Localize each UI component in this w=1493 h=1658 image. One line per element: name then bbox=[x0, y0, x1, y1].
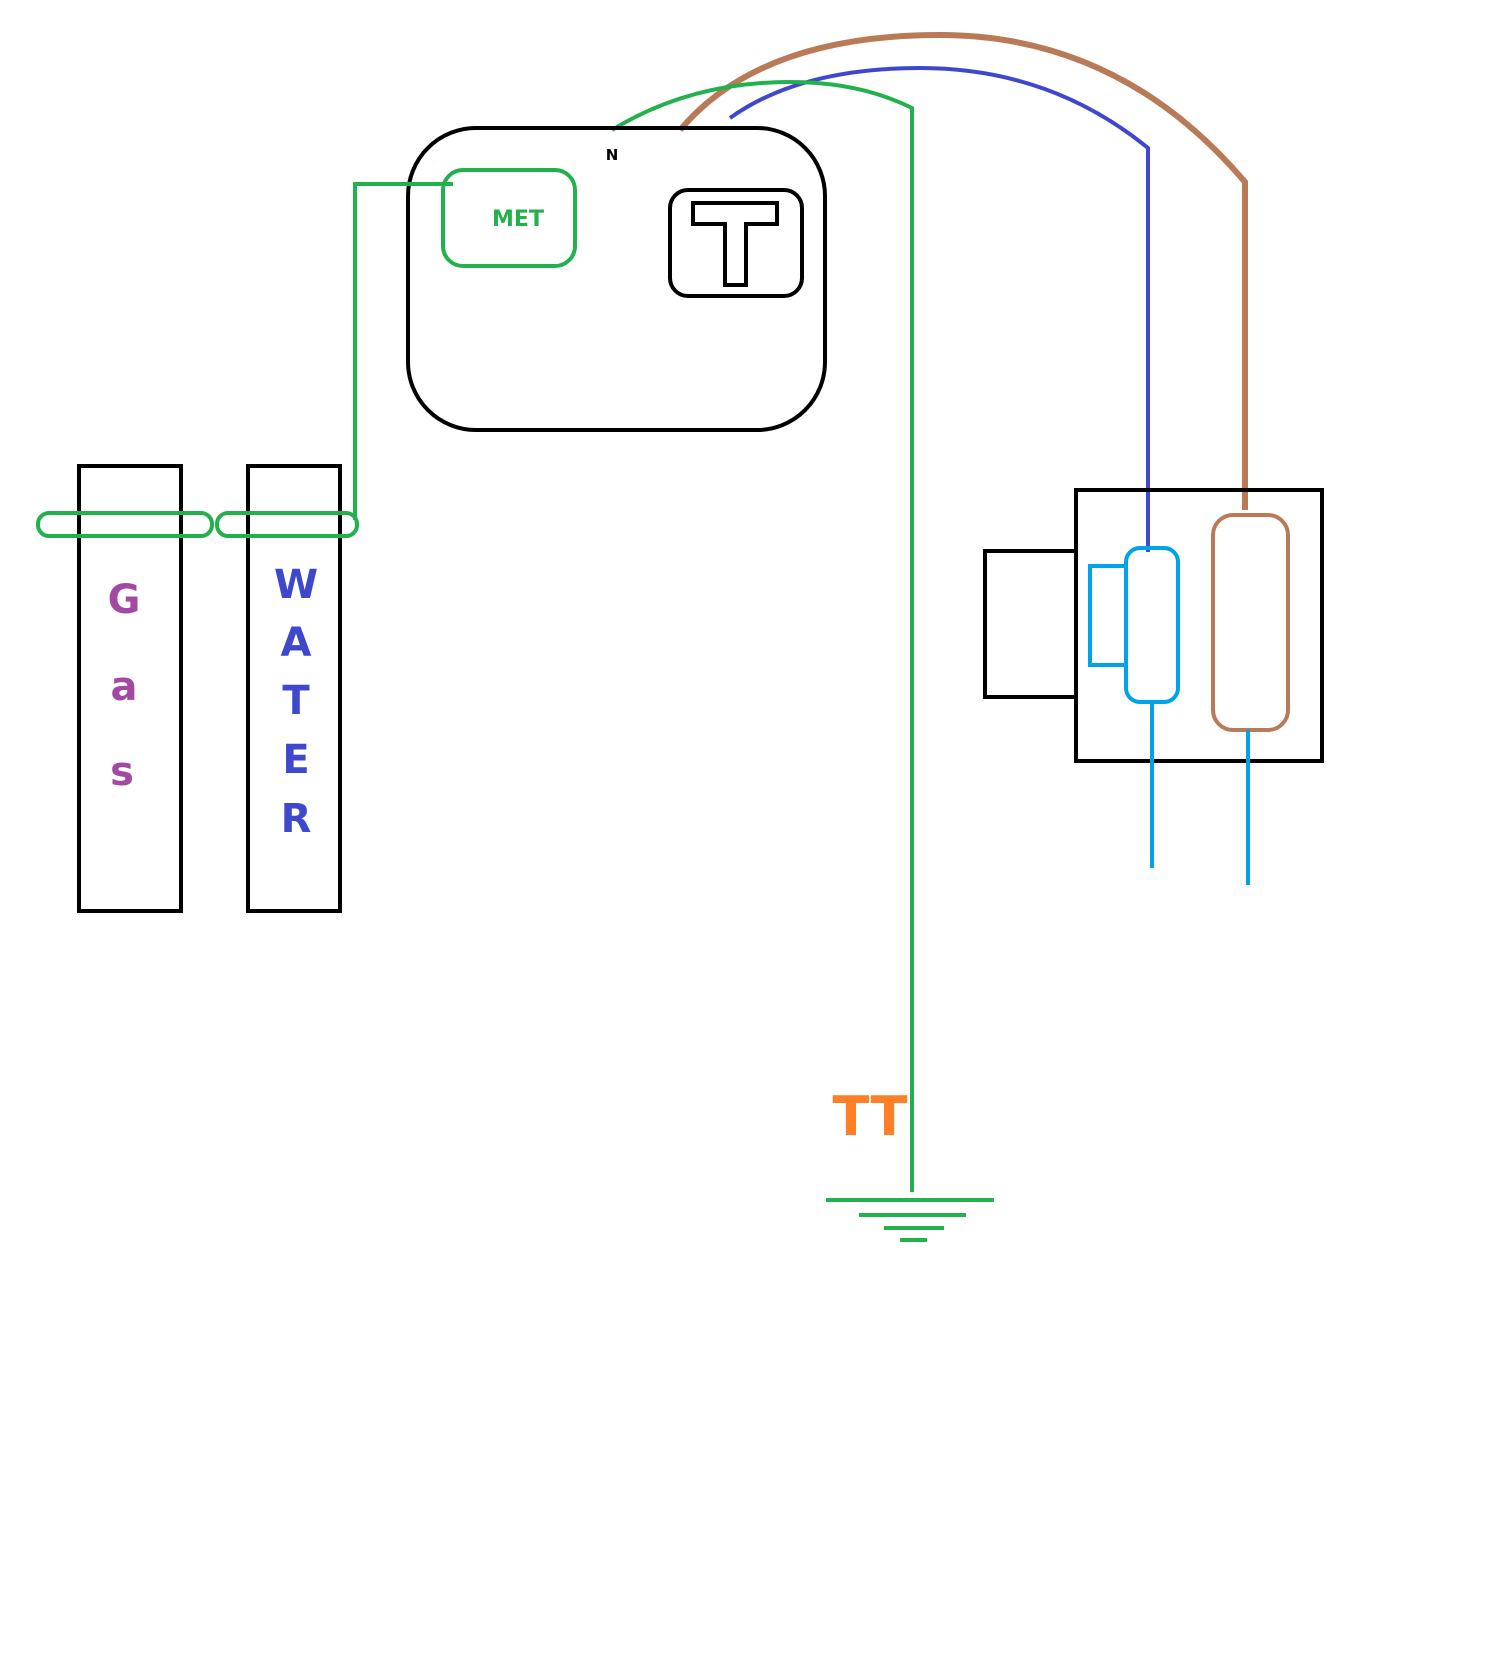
gas-letter-3: s bbox=[110, 749, 134, 795]
neutral-supply-cable bbox=[728, 65, 1150, 552]
water-letter-4: E bbox=[282, 737, 309, 783]
neutral-terminal bbox=[1124, 546, 1180, 704]
water-pipe bbox=[246, 464, 342, 913]
water-letter-1: W bbox=[274, 562, 318, 608]
gas-letter-2: a bbox=[111, 664, 138, 710]
meter-small-terminal bbox=[1088, 564, 1128, 667]
tt-label: TT bbox=[833, 1085, 908, 1148]
water-letter-5: R bbox=[281, 796, 312, 842]
neutral-label: N bbox=[606, 146, 619, 164]
gas-bonding-clamp bbox=[36, 511, 214, 538]
tariff-box bbox=[668, 188, 804, 298]
earth-conductor bbox=[610, 79, 914, 1192]
gas-letter-1: G bbox=[108, 577, 141, 623]
water-bonding-clamp bbox=[215, 511, 359, 538]
met-box bbox=[441, 168, 577, 268]
water-letter-2: A bbox=[281, 620, 312, 666]
water-bonding-conductor bbox=[353, 182, 453, 520]
supply-head-box bbox=[406, 126, 827, 432]
gas-pipe bbox=[77, 464, 183, 913]
tariff-t-symbol bbox=[691, 201, 779, 287]
meter-side-box bbox=[983, 549, 1078, 699]
met-label: MET bbox=[492, 207, 544, 232]
live-supply-cable bbox=[677, 31, 1248, 510]
water-letter-3: T bbox=[282, 678, 310, 724]
live-terminal bbox=[1211, 513, 1290, 732]
